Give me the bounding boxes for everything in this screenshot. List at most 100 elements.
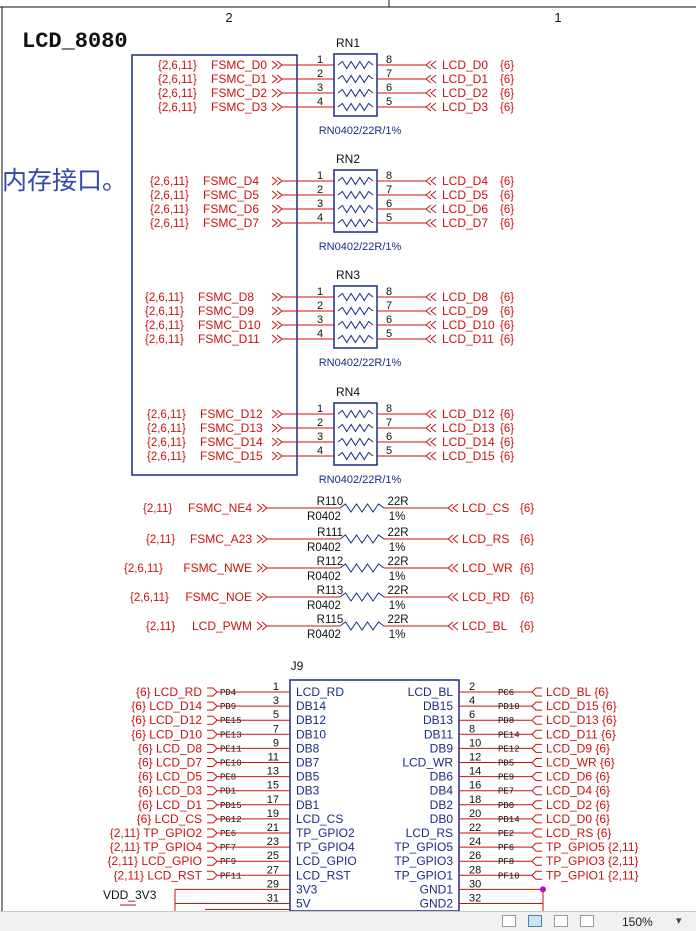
mcu-pin-right: PD14 bbox=[498, 815, 520, 825]
net-label-right: LCD_D6 {6} bbox=[546, 770, 610, 784]
offpage-flag-right bbox=[531, 758, 542, 767]
mcu-pin-left: PD9 bbox=[220, 702, 236, 712]
pin-number-right: 6 bbox=[386, 82, 392, 94]
pin-name-right: DB9 bbox=[430, 741, 454, 755]
mcu-pin-right: PD0 bbox=[498, 801, 514, 811]
pin-number-left: 1 bbox=[317, 54, 323, 66]
rn-element bbox=[337, 292, 374, 302]
net-label-right: LCD_D10 bbox=[442, 318, 495, 332]
sheet-ref-right: {6} bbox=[500, 88, 514, 100]
net-label-left: FSMC_D8 bbox=[198, 290, 254, 304]
pin-number-left: 5 bbox=[273, 709, 279, 721]
mcu-pin-right: PF8 bbox=[498, 857, 514, 867]
resistor-tolerance: 1% bbox=[389, 511, 406, 523]
net-label-left: {6} LCD_CS bbox=[137, 812, 202, 826]
net-label-left: {6} LCD_D5 bbox=[138, 770, 202, 784]
offpage-flag-right bbox=[531, 870, 542, 880]
rn-element bbox=[337, 74, 374, 84]
net-label-right: LCD_D2 {6} bbox=[546, 798, 610, 812]
pin-number-left: 3 bbox=[317, 431, 323, 443]
rn-ref-label: RN4 bbox=[336, 385, 360, 399]
offpage-flag-right bbox=[531, 814, 542, 824]
pin-name-left: TP_GPIO4 bbox=[296, 840, 355, 854]
net-label-left: {6} LCD_D14 bbox=[131, 699, 202, 713]
net-label-right: TP_GPIO3 {2,11} bbox=[546, 854, 639, 868]
resistor-ref: R113 bbox=[317, 585, 344, 597]
view-page-button[interactable] bbox=[528, 915, 542, 927]
net-label-right: LCD_RS bbox=[462, 532, 509, 546]
rn-part-label: RN0402/22R/1% bbox=[319, 357, 402, 369]
rn-element bbox=[337, 190, 374, 200]
sheet-ref-left: {2,6,11} bbox=[147, 423, 186, 435]
resistor-element bbox=[339, 563, 385, 573]
pin-name-right: TP_GPIO5 bbox=[394, 840, 453, 854]
sheet-ref-left: {2,6,11} bbox=[158, 60, 197, 72]
net-label-left: FSMC_D14 bbox=[200, 435, 263, 449]
pin-number-left: 4 bbox=[317, 445, 323, 457]
pin-number-right: 8 bbox=[386, 403, 392, 415]
view-normal-button[interactable] bbox=[502, 915, 516, 927]
sheet-ref-right: {6} bbox=[500, 60, 514, 72]
net-label-left: FSMC_D12 bbox=[200, 407, 263, 421]
net-label-right: LCD_BL bbox=[462, 619, 508, 633]
mcu-pin-right: PC6 bbox=[498, 688, 514, 698]
pin-name-right: DB15 bbox=[423, 699, 453, 713]
port-marker-left bbox=[425, 451, 437, 461]
port-marker-left bbox=[425, 204, 437, 214]
view-scroll-button[interactable] bbox=[580, 915, 594, 927]
sheet-ref-right: {6} bbox=[500, 292, 514, 304]
port-marker-left bbox=[425, 60, 437, 70]
zoom-level[interactable]: 150% bbox=[622, 915, 653, 929]
sheet-ref-left: {2,6,11} bbox=[150, 176, 189, 188]
offpage-flag-right bbox=[531, 786, 542, 796]
port-marker-left bbox=[447, 503, 459, 513]
pin-name-right: DB0 bbox=[430, 812, 454, 826]
zoom-caret-icon[interactable]: ▾ bbox=[676, 915, 682, 927]
resistor-value: 22R bbox=[387, 527, 408, 539]
offpage-flag-right bbox=[531, 800, 542, 810]
port-marker-left bbox=[425, 88, 437, 98]
pin-number-right: 16 bbox=[469, 780, 481, 792]
pin-number-right: 8 bbox=[386, 170, 392, 182]
pin-name-left: 3V3 bbox=[296, 882, 318, 896]
rn-element bbox=[337, 423, 374, 433]
pin-name-left: LCD_CS bbox=[296, 812, 343, 826]
pin-name-left: TP_GPIO2 bbox=[296, 826, 355, 840]
pin-number-left: 13 bbox=[267, 766, 279, 778]
rn-element bbox=[337, 218, 374, 228]
pin-number-right: 18 bbox=[469, 794, 481, 806]
pin-number-left: 3 bbox=[317, 314, 323, 326]
resistor-package: R0402 bbox=[307, 629, 341, 641]
pin-name-right: DB13 bbox=[423, 713, 453, 727]
mcu-pin-right: PE7 bbox=[498, 787, 514, 797]
net-label-right: TP_GPIO5 {2,11} bbox=[546, 840, 639, 854]
net-label-right: LCD_RS {6} bbox=[546, 826, 611, 840]
rn-ref-label: RN1 bbox=[336, 36, 360, 50]
mcu-pin-left: PE11 bbox=[220, 744, 242, 754]
mcu-pin-left: PD1 bbox=[220, 787, 236, 797]
view-two-page-button[interactable] bbox=[554, 915, 568, 927]
pin-number-right: 12 bbox=[469, 752, 481, 764]
sheet-ref-left: {2,6,11} bbox=[145, 306, 184, 318]
pin-number-right: 10 bbox=[469, 737, 481, 749]
pin-name-left: DB7 bbox=[296, 756, 320, 770]
net-label-right: LCD_D1 bbox=[442, 72, 488, 86]
sheet-ref-right: {6} bbox=[500, 306, 514, 318]
resistor-tolerance: 1% bbox=[389, 571, 406, 583]
pin-number-left: 31 bbox=[267, 893, 279, 905]
pin-number-right: 6 bbox=[386, 431, 392, 443]
mcu-pin-right: PE9 bbox=[498, 773, 514, 783]
mcu-pin-left: PD15 bbox=[220, 801, 242, 811]
pin-number-left: 3 bbox=[273, 695, 279, 707]
sheet-ref-left: {2,6,11} bbox=[145, 292, 184, 304]
mcu-pin-left: PF9 bbox=[220, 857, 236, 867]
resistor-ref: R112 bbox=[317, 556, 344, 568]
pin-number-left: 3 bbox=[317, 198, 323, 210]
